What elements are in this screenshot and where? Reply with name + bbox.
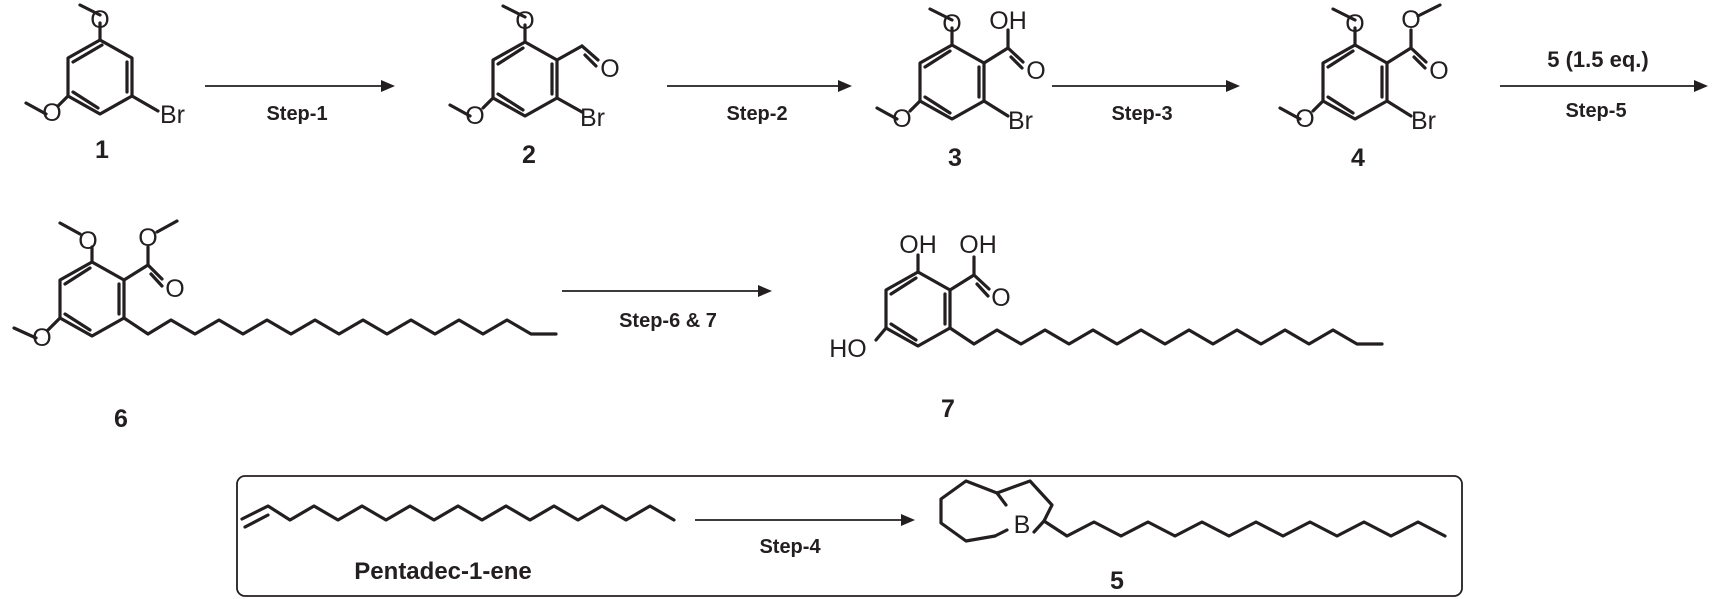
compound-5-structure: B: [939, 479, 1447, 543]
arrow-step-5: 5 (1.5 eq.) Step-5: [1500, 47, 1708, 122]
compound-2-structure: O O O Br: [448, 4, 620, 132]
oxygen-atom: O: [991, 284, 1010, 312]
oxygen-atom: O: [90, 6, 109, 34]
pentadecene-structure: [240, 504, 676, 529]
arrow-step-6-7: Step-6 & 7: [562, 285, 772, 332]
oxygen-atom: O: [892, 105, 911, 133]
compound-2-label: 2: [522, 141, 536, 169]
compound-3-label: 3: [948, 144, 962, 172]
bromine-atom: Br: [160, 101, 185, 129]
arrow-step-2-label: Step-2: [726, 103, 787, 125]
compound-3-structure: O O O OH Br: [875, 7, 1046, 135]
oxygen-atom: O: [1429, 57, 1448, 85]
oxygen-atom: O: [32, 324, 51, 352]
oxygen-atom: O: [1295, 105, 1314, 133]
hydroxyl-group: OH: [899, 231, 937, 259]
oxygen-atom: O: [600, 55, 619, 83]
hydroxyl-group: OH: [989, 7, 1027, 35]
compound-1-label: 1: [95, 136, 109, 164]
arrow-step-3-label: Step-3: [1111, 103, 1172, 125]
bromine-atom: Br: [1411, 107, 1436, 135]
pentadecene-name: Pentadec-1-ene: [354, 558, 531, 585]
oxygen-atom: O: [78, 227, 97, 255]
step-4-box: [236, 475, 1463, 597]
oxygen-atom: O: [515, 7, 534, 35]
compound-5-label: 5: [1110, 567, 1124, 595]
oxygen-atom: O: [1345, 10, 1364, 38]
oxygen-atom: O: [465, 102, 484, 130]
arrow-step-4: Step-4: [695, 514, 915, 558]
compound-1-structure: O O Br: [24, 3, 185, 129]
oxygen-atom: O: [165, 275, 184, 303]
compound-4-structure: O O O O Br: [1278, 3, 1449, 135]
bromine-atom: Br: [580, 104, 605, 132]
arrow-step-1: Step-1: [205, 80, 395, 125]
compound-7-structure: OH OH O HO: [829, 231, 1384, 363]
oxygen-atom: O: [1401, 6, 1420, 34]
oxygen-atom: O: [138, 224, 157, 252]
arrow-step-4-label: Step-4: [759, 536, 821, 558]
arrow-step-5-label: Step-5: [1565, 100, 1626, 122]
arrow-step-5-reagent: 5 (1.5 eq.): [1547, 47, 1648, 72]
arrow-step-2: Step-2: [667, 80, 852, 125]
oxygen-atom: O: [42, 99, 61, 127]
bromine-atom: Br: [1008, 107, 1033, 135]
oxygen-atom: O: [942, 10, 961, 38]
compound-6-label: 6: [114, 405, 128, 433]
arrow-step-3: Step-3: [1052, 80, 1240, 125]
boron-atom: B: [1014, 511, 1031, 539]
compound-6-structure: O O O O: [12, 219, 558, 352]
arrow-step-1-label: Step-1: [266, 103, 327, 125]
hydroxyl-group: OH: [959, 231, 997, 259]
arrow-step-6-7-label: Step-6 & 7: [619, 310, 717, 332]
hydroxyl-group: HO: [829, 335, 867, 363]
compound-4-label: 4: [1351, 144, 1365, 172]
compound-7-label: 7: [941, 395, 955, 423]
oxygen-atom: O: [1026, 57, 1045, 85]
